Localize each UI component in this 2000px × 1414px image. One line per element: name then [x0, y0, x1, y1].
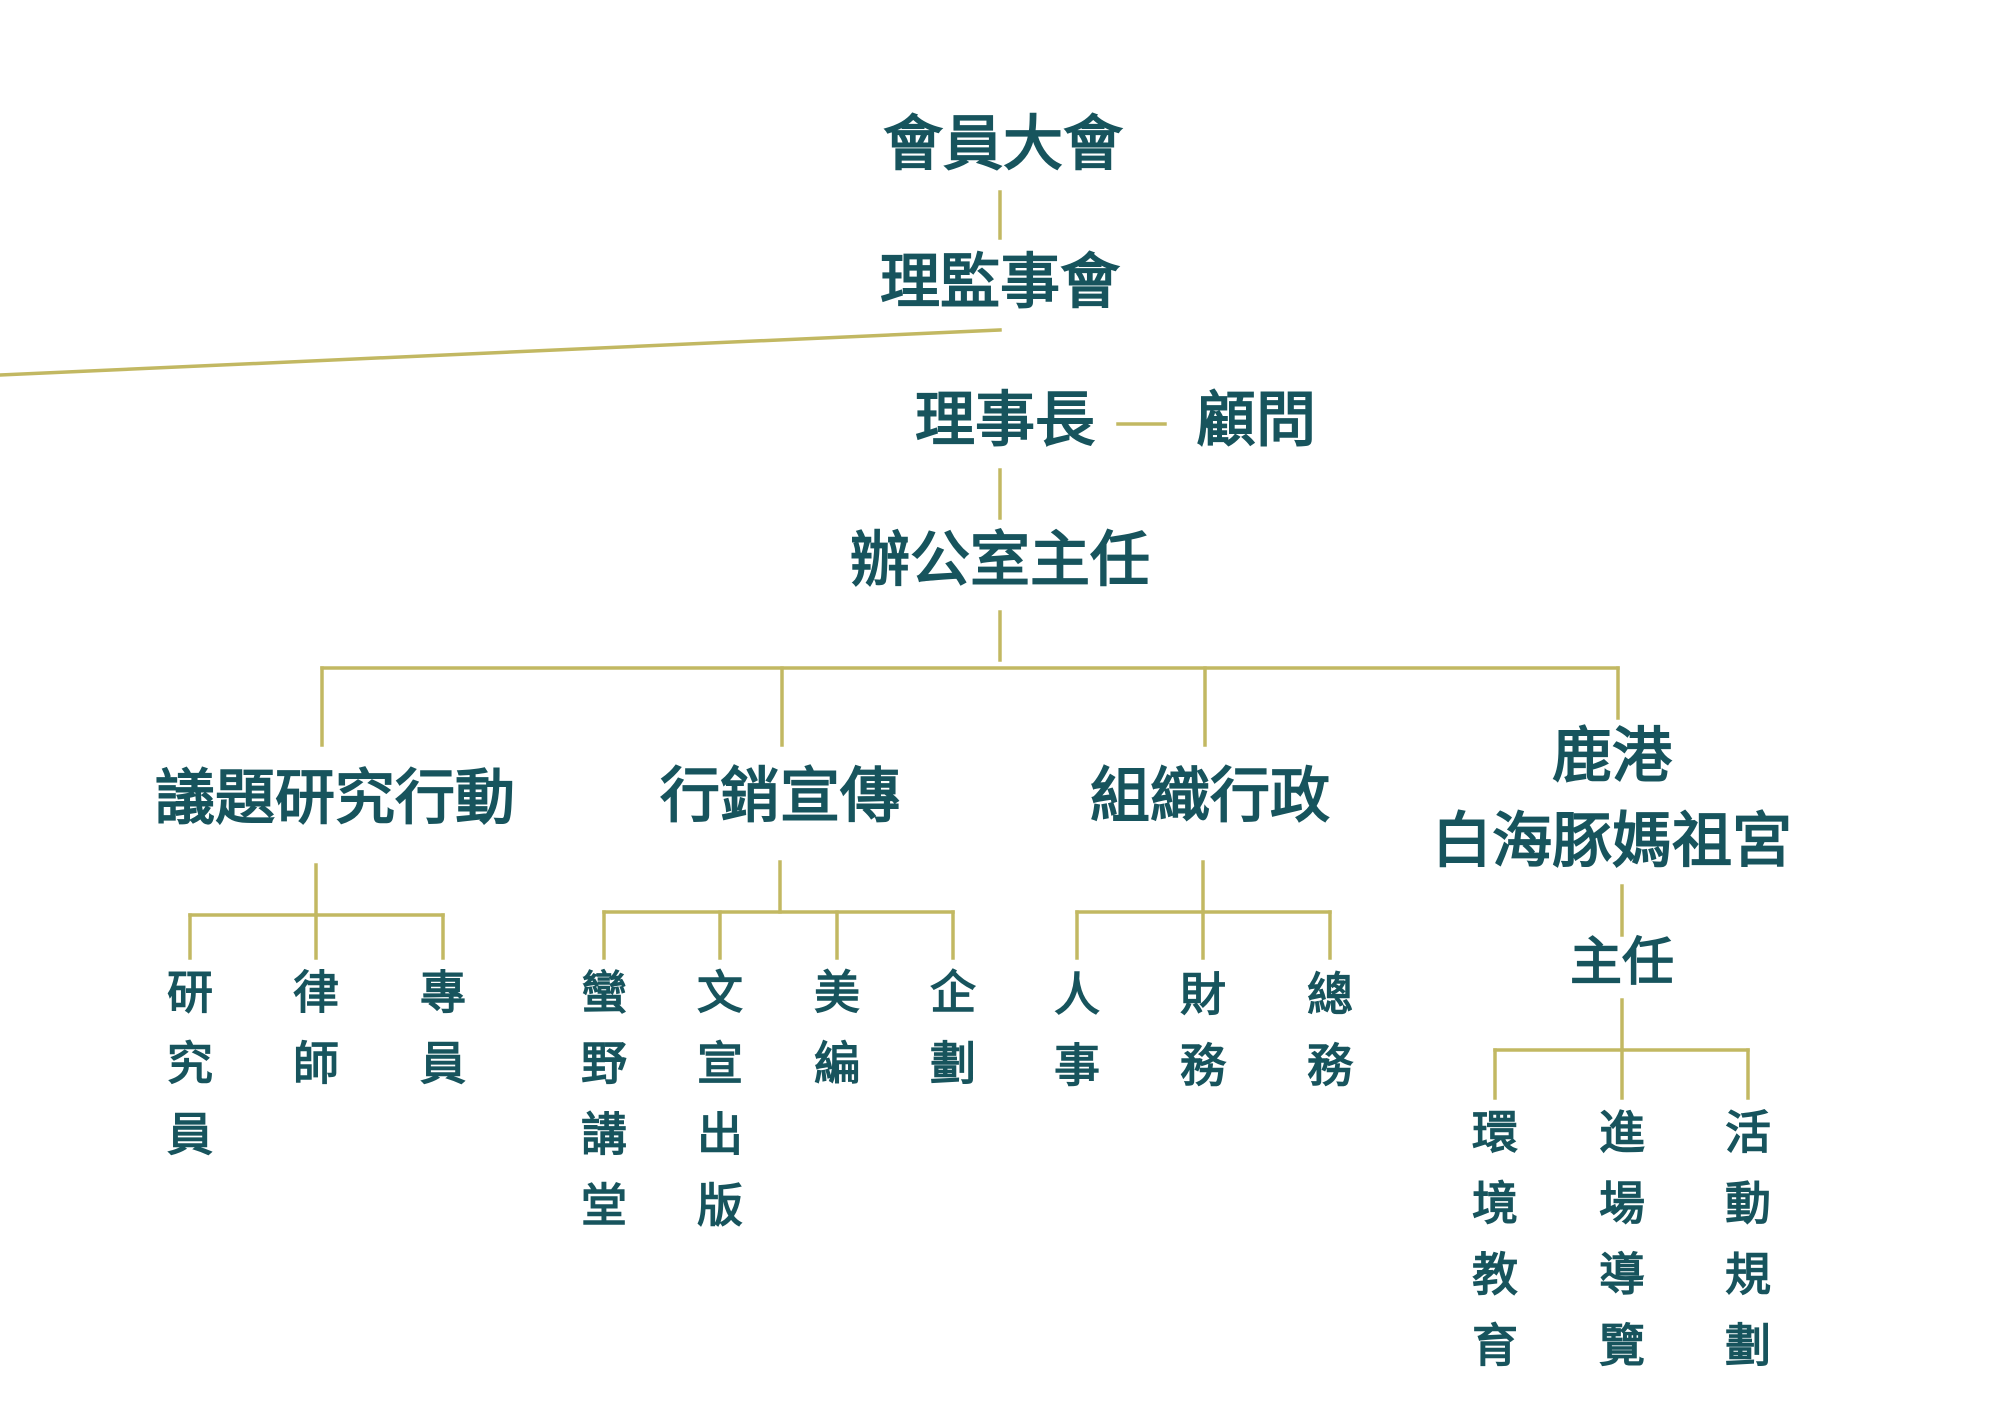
role-label: 文宣出版 [697, 966, 743, 1233]
role-label: 美編 [814, 966, 860, 1091]
role-label: 專員 [420, 966, 466, 1091]
role-label: 財務 [1180, 968, 1227, 1093]
department-administration: 組織行政 [1090, 762, 1330, 832]
role-label: 進場導覽 [1599, 1106, 1645, 1373]
connector-board-chairman [0, 328, 1002, 377]
top-hierarchy: 會員大會 理監事會 理事長 顧問 辦公室主任 [850, 110, 1316, 596]
department-lukang-head: 主任 [1570, 933, 1674, 993]
node-advisor: 顧問 [1196, 386, 1316, 456]
role-label: 環境教育 [1472, 1106, 1518, 1373]
connector-lines [0, 190, 1750, 1100]
node-assembly: 會員大會 [883, 110, 1124, 180]
department-lukang-line-2: 白海豚媽祖宮 [1432, 807, 1792, 877]
role-label: 人事 [1054, 968, 1100, 1093]
node-chairman: 理事長 [915, 386, 1096, 456]
role-label: 企劃 [930, 966, 977, 1091]
role-label: 活動規劃 [1725, 1106, 1771, 1373]
role-label: 研究員 [167, 966, 213, 1162]
node-board: 理監事會 [880, 248, 1121, 318]
departments: 議題研究行動 行銷宣傳 組織行政 鹿港 白海豚媽祖宮 主任 [155, 722, 1792, 993]
department-issue-research: 議題研究行動 [155, 764, 515, 834]
role-label: 律師 [293, 966, 339, 1091]
role-label: 蠻野講堂 [581, 966, 627, 1233]
node-office-director: 辦公室主任 [850, 526, 1150, 596]
department-lukang-line-1: 鹿港 [1552, 722, 1673, 792]
department-marketing: 行銷宣傳 [660, 762, 900, 832]
role-label: 總務 [1307, 968, 1354, 1093]
